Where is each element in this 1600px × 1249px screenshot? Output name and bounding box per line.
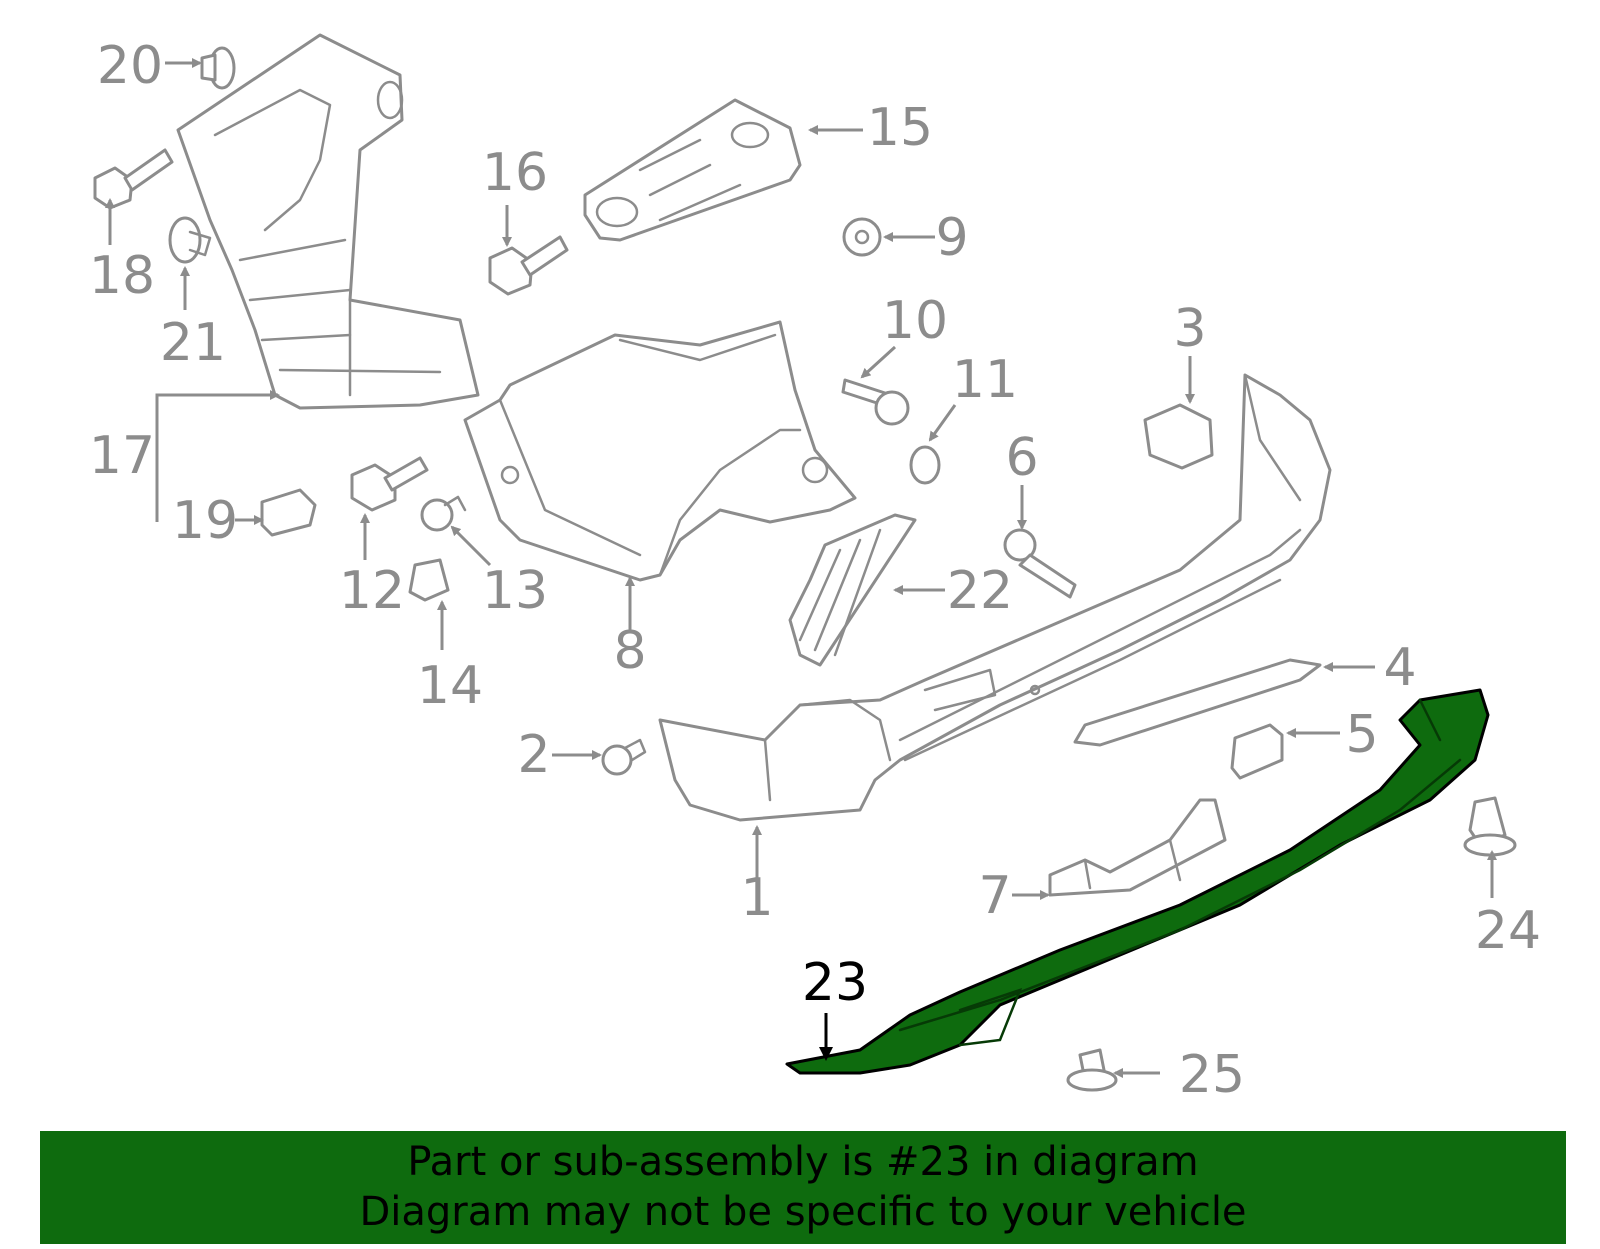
part-19-pad (260, 488, 317, 537)
leader-11 (928, 404, 957, 442)
part-9-nut (842, 217, 882, 257)
callout-4: 4 (1383, 638, 1416, 698)
callout-1: 1 (740, 868, 773, 928)
leader-lines (105, 58, 1497, 1078)
part-25-clip (1066, 1048, 1118, 1092)
part-18-bolt (93, 148, 174, 210)
callout-25: 25 (1179, 1045, 1245, 1105)
part-8-corner-bracket (463, 320, 857, 582)
callout-15: 15 (867, 98, 933, 158)
part-22-reflector (788, 513, 917, 667)
callout-3: 3 (1173, 299, 1206, 359)
part-15-bracket (583, 98, 802, 242)
banner-line-1: Part or sub-assembly is #23 in diagram (407, 1139, 1199, 1185)
part-14-clip (408, 558, 450, 602)
part-11-grommet (909, 445, 941, 485)
part-13-clip (420, 495, 467, 532)
part-21-clip (168, 216, 212, 264)
callout-16: 16 (482, 143, 548, 203)
callout-17: 17 (89, 426, 155, 486)
part-5-sensor-bracket (1230, 723, 1284, 780)
callout-2: 2 (517, 725, 550, 785)
callout-6: 6 (1005, 428, 1038, 488)
callout-13: 13 (482, 561, 548, 621)
leader-10 (860, 345, 897, 379)
part-3-connector (1143, 403, 1214, 470)
callout-14: 14 (417, 656, 483, 716)
callout-labels: 1 2 3 4 5 6 7 8 9 10 11 12 13 14 15 16 1… (89, 36, 1541, 1105)
part-20-clip (200, 46, 236, 90)
leader-17 (155, 390, 280, 522)
leader-13 (450, 525, 492, 567)
part-6-bolt (1003, 528, 1077, 599)
part-1-bumper-cover (658, 373, 1332, 822)
callout-21: 21 (160, 313, 226, 373)
callout-23: 23 (802, 953, 868, 1013)
callout-11: 11 (952, 350, 1018, 410)
part-16-bolt (488, 235, 569, 296)
callout-10: 10 (882, 291, 948, 351)
callout-7: 7 (978, 866, 1011, 926)
part-10-screw (841, 378, 910, 426)
part-23-diffuser-highlighted (785, 688, 1490, 1075)
callout-12: 12 (339, 561, 405, 621)
callout-19: 19 (172, 491, 238, 551)
part-24-clip (1463, 796, 1517, 857)
part-12-bolt (350, 456, 429, 512)
callout-5: 5 (1345, 705, 1378, 765)
part-7-bracket (1048, 798, 1227, 897)
part-17-bracket (176, 33, 480, 410)
info-banner: Part or sub-assembly is #23 in diagram D… (40, 1131, 1566, 1244)
callout-24: 24 (1475, 901, 1541, 961)
callout-8: 8 (613, 621, 646, 681)
part-4-strip (1073, 658, 1322, 747)
callout-9: 9 (935, 208, 968, 268)
part-2-clip (601, 738, 647, 776)
callout-18: 18 (89, 246, 155, 306)
callout-20: 20 (97, 36, 163, 96)
banner-line-2: Diagram may not be specific to your vehi… (359, 1189, 1247, 1235)
callout-22: 22 (947, 561, 1013, 621)
